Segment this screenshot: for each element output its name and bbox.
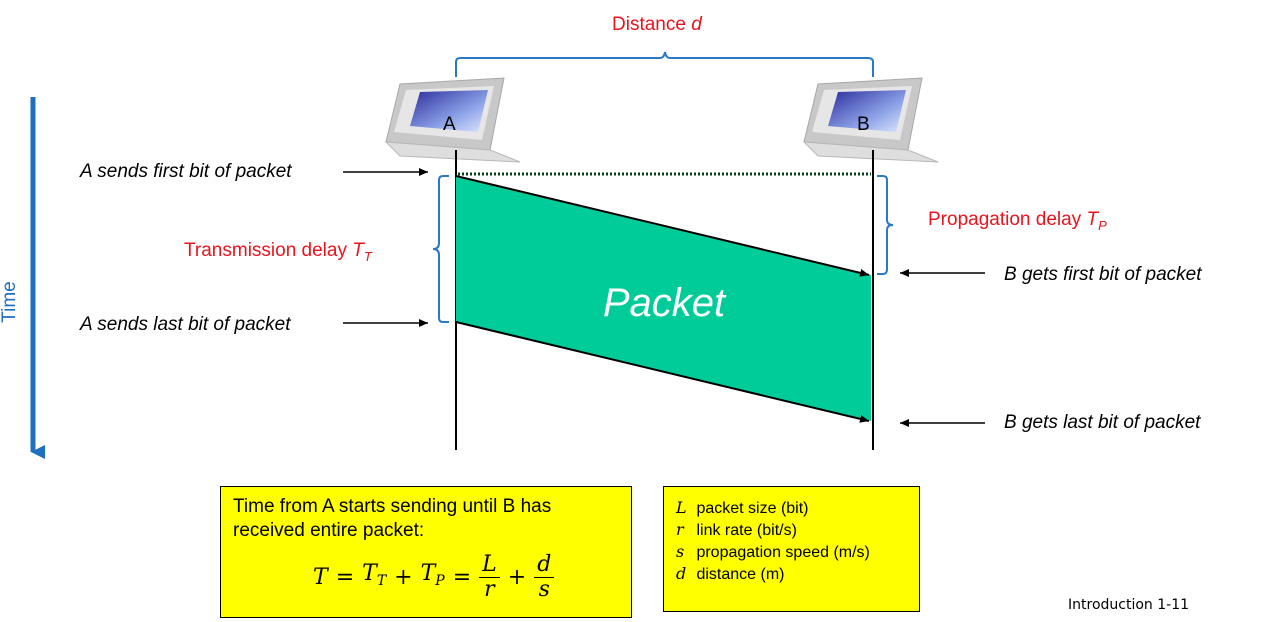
distance-bracket <box>455 51 874 77</box>
transmission-delay-label: Transmission delay TT <box>184 240 373 264</box>
node-b-label: B <box>857 114 870 135</box>
event-b-first-bit: B gets first bit of packet <box>1004 264 1202 285</box>
legend-item: d distance (m) <box>676 564 785 583</box>
equation-text-line2: received entire packet: <box>233 520 425 541</box>
time-label: Time <box>0 281 20 323</box>
slide-footer: Introduction 1-11 <box>1068 597 1190 613</box>
legend-item: s propagation speed (m/s) <box>676 542 870 561</box>
transmission-delay-bracket <box>432 175 449 323</box>
node-a-label: A <box>443 114 456 135</box>
packet-first-bit-line <box>455 175 870 277</box>
equation-text-line1: Time from A starts sending until B has <box>233 496 552 517</box>
laptop-b-icon <box>802 77 939 163</box>
event-a-last-bit: A sends last bit of packet <box>79 314 291 335</box>
legend-item: r link rate (bit/s) <box>676 520 797 539</box>
legend-box: L packet size (bit) r link rate (bit/s) … <box>663 486 920 612</box>
packet-last-bit-line <box>455 321 870 423</box>
packet-label: Packet <box>603 281 727 325</box>
legend-item: L packet size (bit) <box>676 498 809 517</box>
distance-label: Distance d <box>612 14 703 35</box>
packet-shape <box>456 176 871 421</box>
equation-box: Time from A starts sending until B has r… <box>220 486 632 618</box>
propagation-delay-bracket <box>877 175 894 275</box>
propagation-delay-label: Propagation delay TP <box>928 209 1107 233</box>
laptop-a-icon <box>384 77 521 163</box>
event-b-last-bit: B gets last bit of packet <box>1004 412 1201 433</box>
event-a-first-bit: A sends first bit of packet <box>79 161 292 182</box>
